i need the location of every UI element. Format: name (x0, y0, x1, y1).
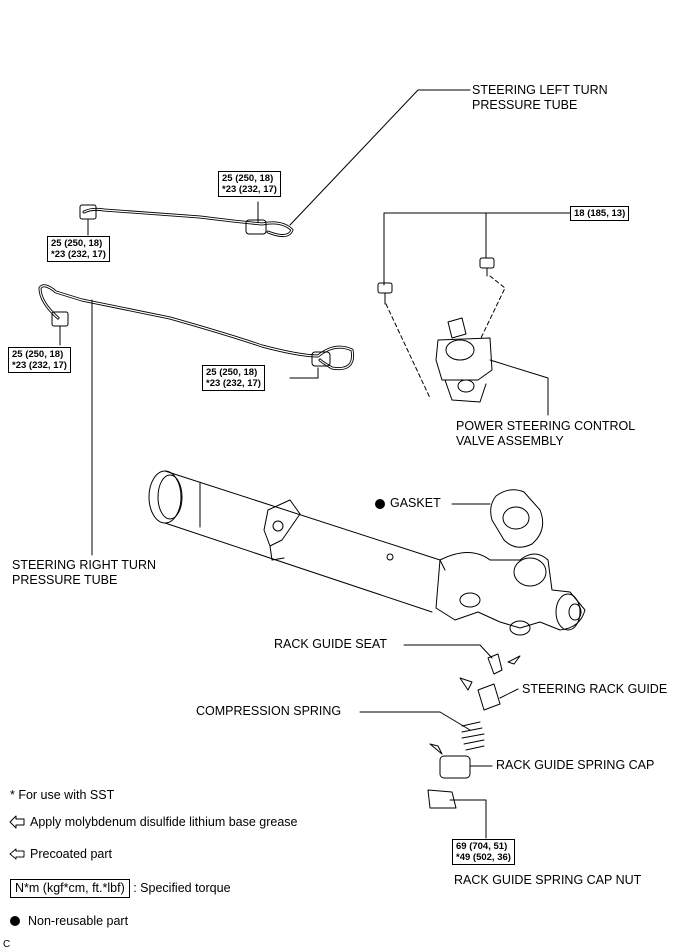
torque-spec-right-tube-valve: 25 (250, 18)*23 (232, 17) (202, 365, 265, 391)
left-tube-label-line2: PRESSURE TUBE (472, 98, 578, 112)
right-tube-label: STEERING RIGHT TURN PRESSURE TUBE (12, 558, 156, 588)
bolt-2 (479, 257, 495, 269)
steering-rack-guide-label: STEERING RACK GUIDE (522, 682, 668, 696)
torque-spec-left-tube-top: 25 (250, 18)*23 (232, 17) (218, 171, 281, 197)
control-valve-label-line2: VALVE ASSEMBLY (456, 434, 564, 448)
nonreusable-legend-dot (10, 916, 20, 926)
compression-spring-label: COMPRESSION SPRING (196, 704, 342, 718)
rack-guide-seat-part (487, 653, 503, 675)
grease-arrow-2 (459, 677, 473, 691)
spring-cap-part (439, 755, 471, 779)
bolt-1 (377, 282, 393, 294)
leader-left-tube (289, 89, 471, 226)
corner-code: C (3, 939, 11, 950)
legend-grease: Apply molybdenum disulfide lithium base … (30, 815, 298, 829)
rack-guide-seat-label: RACK GUIDE SEAT (274, 637, 387, 651)
left-tube-label: STEERING LEFT TURN PRESSURE TUBE (472, 83, 608, 113)
precoated-legend-icon (9, 848, 25, 860)
legend-torque: N*m (kgf*cm, ft.*lbf) : Specified torque (10, 879, 231, 898)
steering-rack-guide-part (477, 683, 501, 711)
left-tube-label-line1: STEERING LEFT TURN (472, 83, 608, 97)
torque-spec-cap-nut: 69 (704, 51)*49 (502, 36) (452, 839, 515, 865)
torque-spec-right-tube-end: 25 (250, 18)*23 (232, 17) (8, 347, 71, 373)
rack-housing (148, 470, 586, 636)
legend-precoated: Precoated part (30, 847, 112, 861)
control-valve-label-line1: POWER STEERING CONTROL (456, 419, 636, 433)
control-valve-label: POWER STEERING CONTROL VALVE ASSEMBLY (456, 419, 635, 449)
spring-cap-nut-part (427, 789, 457, 809)
compression-spring-part (461, 721, 485, 751)
right-pressure-tube (38, 284, 355, 371)
legend-torque-box: N*m (kgf*cm, ft.*lbf) (10, 879, 130, 898)
spring-cap-nut-label: RACK GUIDE SPRING CAP NUT (454, 873, 642, 887)
control-valve-assembly (435, 317, 493, 403)
spring-cap-label: RACK GUIDE SPRING CAP (496, 758, 655, 772)
gasket-nonreusable-dot (375, 499, 385, 509)
grease-arrow-1 (507, 655, 521, 665)
torque-spec-left-tube-end: 25 (250, 18)*23 (232, 17) (47, 236, 110, 262)
legend-torque-text: : Specified torque (133, 881, 231, 895)
gasket-shape (490, 489, 544, 548)
precoated-arrow (429, 743, 443, 755)
left-pressure-tube (82, 207, 294, 237)
grease-legend-icon (9, 815, 25, 829)
gasket-label: GASKET (390, 496, 441, 510)
right-tube-label-line1: STEERING RIGHT TURN (12, 558, 156, 572)
torque-spec-valve-bolts: 18 (185, 13) (570, 206, 630, 221)
legend-nonreusable: Non-reusable part (28, 914, 129, 928)
legend-sst: * For use with SST (10, 788, 115, 802)
right-tube-label-line2: PRESSURE TUBE (12, 573, 118, 587)
